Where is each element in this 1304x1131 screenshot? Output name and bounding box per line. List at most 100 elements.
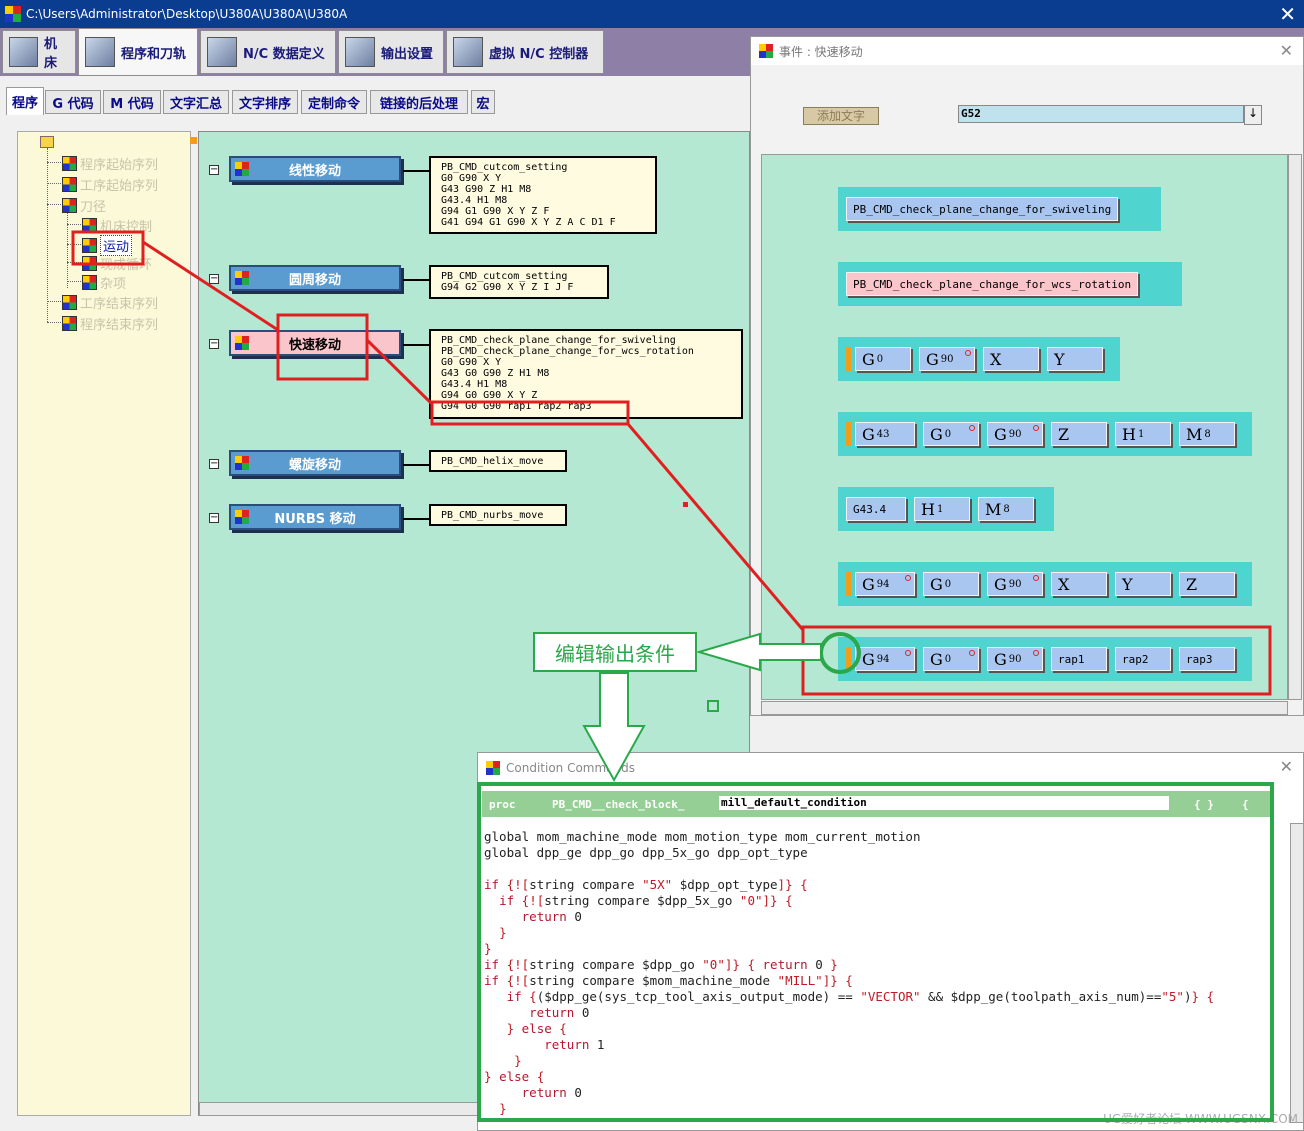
cube-icon (82, 275, 97, 290)
tab-nc-data[interactable]: N/C 数据定义 (200, 30, 336, 74)
event-dialog-title: 事件 : 快速移动 (779, 44, 863, 59)
word-select-field[interactable]: G52 (958, 105, 1244, 123)
dropdown-icon[interactable]: ↓ (1244, 105, 1262, 125)
subtab-custom-command[interactable]: 定制命令 (301, 90, 367, 114)
event-helix-move[interactable]: 螺旋移动 (229, 450, 401, 476)
tree-item-machine-control[interactable]: 机床控制 (82, 216, 152, 235)
condition-code-editor[interactable]: global mom_machine_mode mom_motion_type … (484, 829, 1284, 1119)
proc-open-brace: { (1242, 797, 1249, 811)
close-icon[interactable]: ✕ (1279, 757, 1293, 776)
event-nurbs-move[interactable]: NURBS 移动 (229, 504, 401, 530)
subtab-word-summary[interactable]: 文字汇总 (163, 90, 229, 114)
word-block-rap1[interactable]: rap1 (1051, 647, 1107, 671)
word-block-y[interactable]: Y (1047, 347, 1103, 371)
word-block-x[interactable]: X (983, 347, 1039, 371)
add-text-button[interactable]: 添加文字 (803, 107, 879, 125)
proc-keyword: proc (489, 797, 516, 811)
event-circular-move[interactable]: 圆周移动 (229, 265, 401, 291)
subtab-m-code[interactable]: M 代码 (103, 90, 161, 114)
word-block-g43-4[interactable]: G43.4 (846, 497, 906, 521)
word-block-text: G43.4 (853, 502, 887, 516)
word-block-text: H (1122, 424, 1136, 444)
block-cmd-wcs-rotation[interactable]: PB_CMD_check_plane_change_for_wcs_rotati… (846, 272, 1139, 296)
tab-output-settings[interactable]: 输出设置 (338, 30, 444, 74)
cube-icon (62, 156, 77, 171)
event-icon (235, 510, 249, 524)
tree-item-canned-cycle[interactable]: 现成循环 (82, 254, 152, 273)
collapse-toggle[interactable]: − (209, 164, 219, 175)
subtab-macro[interactable]: 宏 (471, 90, 495, 114)
tree-item-misc[interactable]: 杂项 (82, 273, 126, 292)
word-block-text: G (994, 649, 1007, 669)
event-linear-move[interactable]: 线性移动 (229, 156, 401, 182)
tab-machine[interactable]: 机床 (2, 30, 76, 74)
tree-item-operation-start[interactable]: 工序起始序列 (62, 175, 158, 194)
block-cmd-swiveling[interactable]: PB_CMD_check_plane_change_for_swiveling (846, 197, 1119, 221)
word-block-subscript: 0 (944, 653, 952, 665)
proc-name-input[interactable]: mill_default_condition (719, 796, 1169, 810)
collapse-toggle[interactable]: − (209, 273, 219, 284)
subtab-program[interactable]: 程序 (6, 87, 44, 115)
tree-item-motion[interactable]: 运动 (82, 235, 133, 256)
tree-item-operation-end[interactable]: 工序结束序列 (62, 293, 158, 312)
tree-item-program-start[interactable]: 程序起始序列 (62, 154, 158, 173)
horizontal-scrollbar[interactable] (761, 701, 1288, 715)
event-code-helix[interactable]: PB_CMD_helix_move (429, 450, 567, 472)
word-block-rap2[interactable]: rap2 (1115, 647, 1171, 671)
word-block-text: X (990, 349, 1002, 369)
tree-item-toolpath[interactable]: 刀径 (62, 196, 106, 215)
word-block-rap3[interactable]: rap3 (1179, 647, 1235, 671)
printer-icon (345, 37, 375, 67)
modal-indicator-icon (965, 350, 971, 356)
word-block-text: G (930, 574, 943, 594)
word-block-y[interactable]: Y (1115, 572, 1171, 596)
block-template-area: PB_CMD_check_plane_change_for_swiveling … (761, 154, 1288, 700)
event-rapid-move[interactable]: 快速移动 (229, 330, 401, 356)
close-icon[interactable]: ✕ (1279, 2, 1296, 26)
subtab-word-sequence[interactable]: 文字排序 (232, 90, 298, 114)
collapse-toggle[interactable]: − (209, 338, 219, 349)
tab-virtual-nc[interactable]: 虚拟 N/C 控制器 (446, 30, 604, 74)
cube-icon (82, 238, 97, 253)
resize-handle[interactable] (190, 137, 197, 144)
word-block-x[interactable]: X (1051, 572, 1107, 596)
folder-icon (40, 136, 54, 148)
block-row-cmd-swiveling: PB_CMD_check_plane_change_for_swiveling (838, 187, 1161, 231)
vertical-scrollbar[interactable] (1288, 154, 1302, 700)
collapse-toggle[interactable]: − (209, 512, 219, 523)
word-block-z[interactable]: Z (1179, 572, 1235, 596)
word-block-text: G (862, 574, 875, 594)
tree-item-program-end[interactable]: 程序结束序列 (62, 314, 158, 333)
app-icon (759, 44, 773, 58)
program-tree: 程序起始序列 工序起始序列 刀径 机床控制 运动 现成循环 杂项 工序结束序列 … (17, 131, 191, 1116)
tab-program-toolpath[interactable]: 程序和刀轨 (78, 28, 198, 76)
vertical-scrollbar[interactable] (1290, 823, 1304, 1123)
subtab-g-code[interactable]: G 代码 (45, 90, 101, 114)
event-code-nurbs[interactable]: PB_CMD_nurbs_move (429, 504, 567, 526)
subtab-linked-post[interactable]: 链接的后处理 (370, 90, 468, 114)
code-line: } (514, 1053, 522, 1068)
collapse-toggle[interactable]: − (209, 458, 219, 469)
word-block-subscript: 43 (876, 428, 890, 440)
word-block-z[interactable]: Z (1051, 422, 1107, 446)
word-block-text: G (862, 349, 875, 369)
close-icon[interactable]: ✕ (1279, 41, 1293, 60)
